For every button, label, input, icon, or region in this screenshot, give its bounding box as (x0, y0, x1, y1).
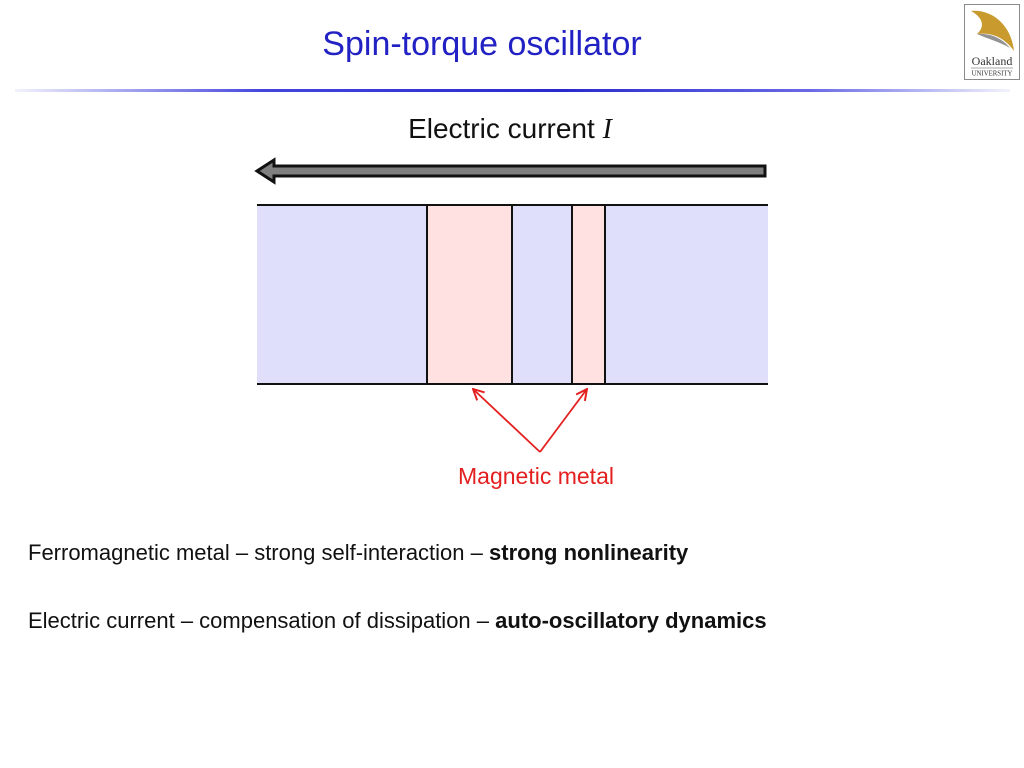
university-logo: Oakland UNIVERSITY (964, 4, 1020, 80)
logo-sail-shadow-icon (977, 33, 1010, 48)
page-title: Spin-torque oscillator (322, 25, 642, 63)
current-direction-arrow (254, 157, 767, 185)
current-symbol: I (602, 114, 612, 145)
bullet-emphasis: auto-oscillatory dynamics (495, 608, 767, 633)
bullet-text: Electric current – compensation of dissi… (28, 608, 490, 633)
logo-sail-icon (971, 10, 1014, 52)
current-label-text: Electric current (408, 113, 595, 144)
bullet-text: Ferromagnetic metal – strong self-intera… (28, 540, 483, 565)
magnetic-layer-thin (571, 204, 606, 385)
magnetic-layer-thick (426, 204, 513, 385)
title-divider (15, 89, 1010, 92)
bullet-line: Electric current – compensation of dissi… (28, 607, 767, 635)
bullet-line: Ferromagnetic metal – strong self-intera… (28, 539, 688, 567)
magnetic-metal-label: Magnetic metal (458, 463, 614, 489)
pointer-arrow-right (539, 389, 587, 453)
logo-wordmark: Oakland (972, 54, 1013, 68)
logo-subtitle: UNIVERSITY (972, 71, 1013, 78)
pointer-arrow-left (473, 389, 541, 453)
bullet-emphasis: strong nonlinearity (489, 540, 689, 565)
